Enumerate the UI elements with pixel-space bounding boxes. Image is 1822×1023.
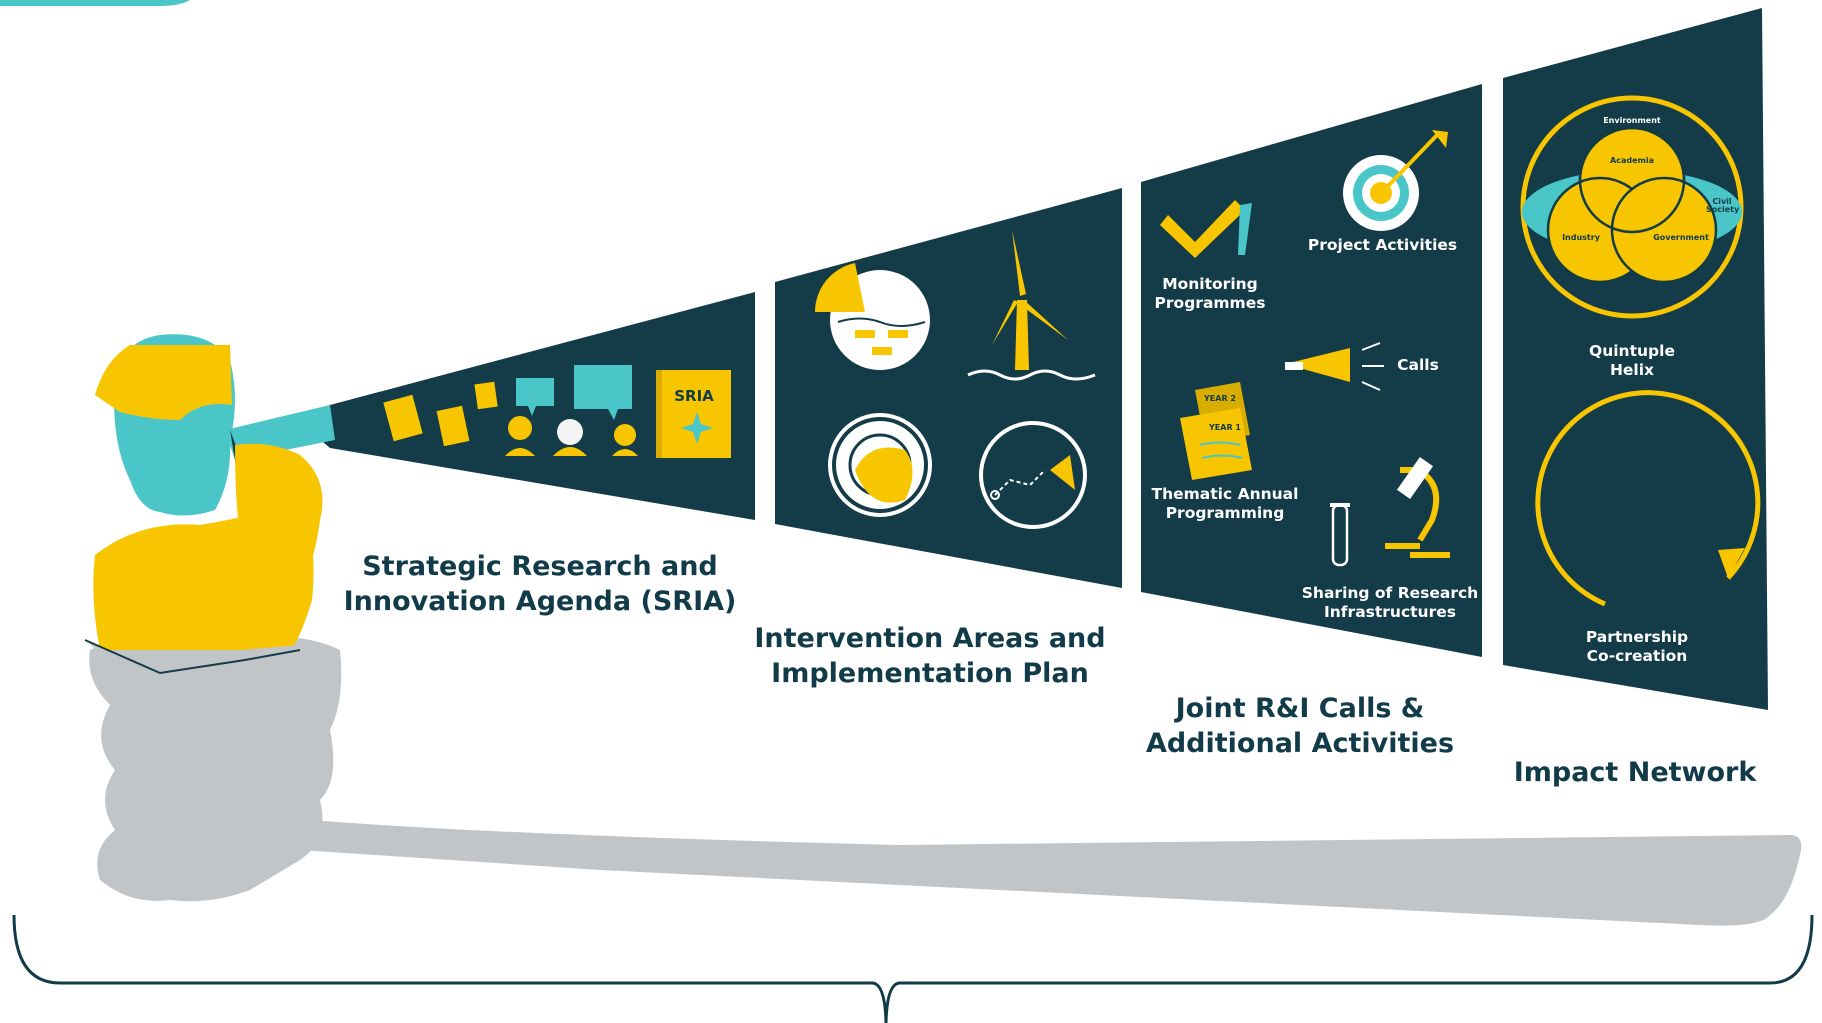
label-academia: Academia xyxy=(1610,156,1654,165)
label-monitoring-line1: Monitoring xyxy=(1162,275,1258,293)
stage-title-intervention-line1: Intervention Areas and xyxy=(754,623,1106,654)
label-civil-line2: Society xyxy=(1706,205,1740,214)
stage-title-joint-calls-line1: Joint R&I Calls & xyxy=(1175,693,1425,724)
impact-network-icons xyxy=(1520,95,1761,607)
stage-title-joint-calls-line2: Additional Activities xyxy=(1145,727,1455,759)
stage-title-sria: Strategic Research and Innovation Agenda… xyxy=(330,550,750,619)
bottom-brace xyxy=(12,914,1814,1023)
label-sharing-infrastructures: Sharing of Research Infrastructures xyxy=(1300,584,1480,621)
label-thematic-line1: Thematic Annual xyxy=(1151,485,1299,503)
label-quintuple-helix: Quintuple Helix xyxy=(1572,342,1692,379)
stage-title-joint-calls: Joint R&I Calls & Additional Activities xyxy=(1110,692,1490,761)
label-quintuple-line1: Quintuple xyxy=(1589,342,1675,360)
label-environment: Environment xyxy=(1603,116,1661,125)
label-quintuple-line2: Helix xyxy=(1609,360,1655,379)
label-partnership-cocreation: Partnership Co-creation xyxy=(1567,628,1707,665)
label-year2: YEAR 2 xyxy=(1204,394,1236,403)
person-with-telescope xyxy=(84,334,335,675)
label-thematic-programming: Thematic Annual Programming xyxy=(1150,485,1300,522)
label-thematic-line2: Programming xyxy=(1165,503,1285,522)
label-sharing-line2: Infrastructures xyxy=(1324,602,1456,621)
stage-title-intervention-line2: Implementation Plan xyxy=(771,657,1089,689)
stage-title-sria-line1: Strategic Research and xyxy=(362,551,718,582)
label-monitoring-line2: Programmes xyxy=(1154,293,1266,312)
stage-title-sria-line2: Innovation Agenda (SRIA) xyxy=(343,585,737,617)
panel-intervention xyxy=(775,188,1122,588)
sria-book-label: SRIA xyxy=(674,387,714,405)
intervention-icons xyxy=(815,230,1096,529)
label-calls: Calls xyxy=(1397,356,1439,374)
label-industry: Industry xyxy=(1562,233,1600,242)
shadow xyxy=(89,632,1802,926)
joint-calls-icons xyxy=(1160,130,1450,567)
label-year1: YEAR 1 xyxy=(1209,423,1241,432)
label-monitoring-programmes: Monitoring Programmes xyxy=(1140,275,1280,312)
label-sharing-line1: Sharing of Research xyxy=(1301,584,1479,602)
top-accent xyxy=(0,0,190,6)
stage-title-impact-network: Impact Network xyxy=(1513,757,1757,788)
label-project-activities: Project Activities xyxy=(1307,236,1458,254)
label-civil-society: Civil Society xyxy=(1706,197,1740,214)
stage-title-intervention: Intervention Areas and Implementation Pl… xyxy=(730,622,1130,691)
label-partnership-line2: Co-creation xyxy=(1586,646,1688,665)
label-partnership-line1: Partnership xyxy=(1585,628,1689,646)
label-government: Government xyxy=(1653,233,1709,242)
sria-icons xyxy=(383,365,731,458)
label-civil-line1: Civil xyxy=(1712,197,1732,206)
